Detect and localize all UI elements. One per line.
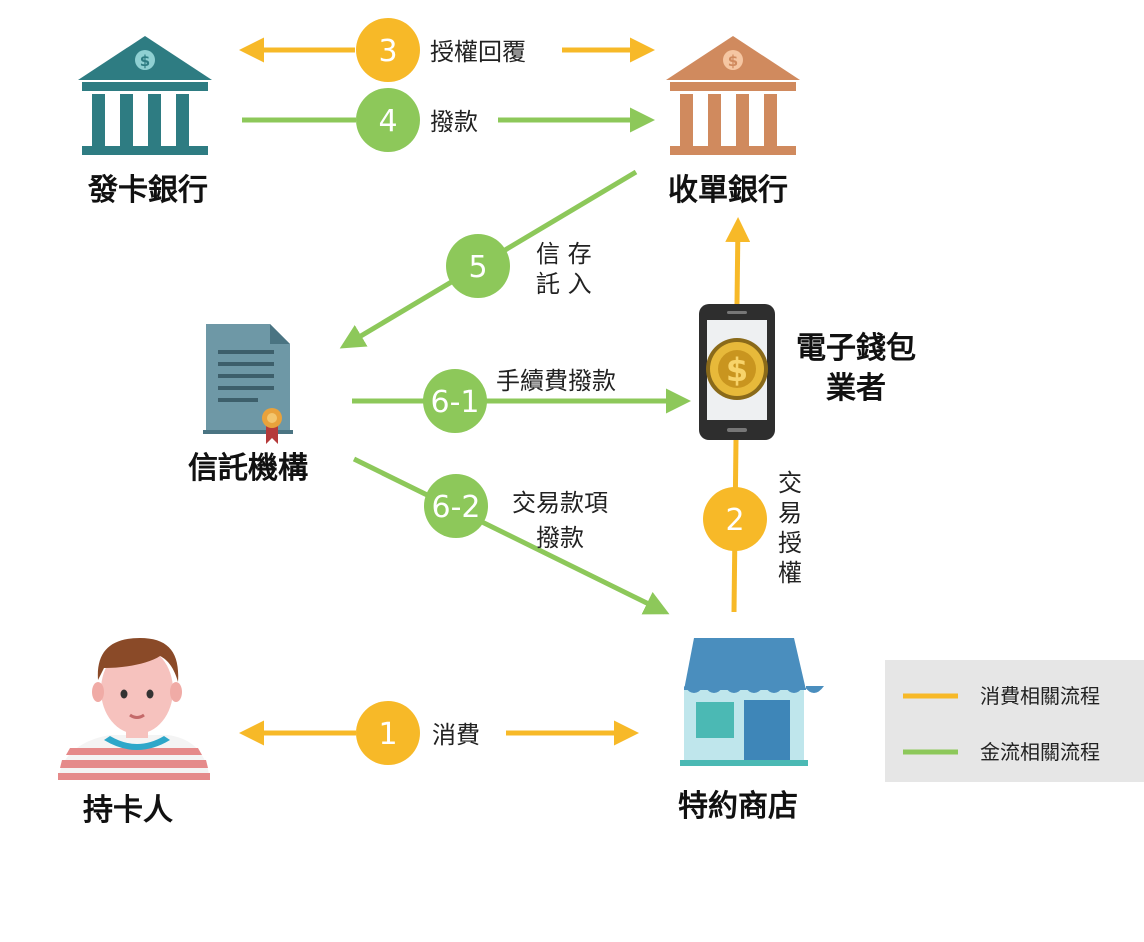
step-3-badge: 3 xyxy=(356,18,420,82)
step-2-label-char4: 權 xyxy=(778,559,802,587)
svg-text:5: 5 xyxy=(468,250,487,285)
issuer-bank-label: 發卡銀行 xyxy=(87,173,208,208)
step-5-badge: 5 xyxy=(446,234,510,298)
svg-text:$: $ xyxy=(140,52,150,70)
document-icon xyxy=(203,324,293,444)
svg-text:3: 3 xyxy=(378,34,397,69)
step-4-badge: 4 xyxy=(356,88,420,152)
issuer-bank-icon: $ xyxy=(78,36,212,155)
wallet-label-line2: 業者 xyxy=(826,371,886,406)
legend-label-consumption: 消費相關流程 xyxy=(980,684,1100,708)
step-5-label-line1: 信 存 xyxy=(536,240,592,268)
svg-text:1: 1 xyxy=(378,717,397,752)
step-1-badge: 1 xyxy=(356,701,420,765)
step-1-label: 消費 xyxy=(432,721,480,749)
step-6-2-label-line1: 交易款項 xyxy=(512,489,608,517)
step-3-label: 授權回覆 xyxy=(430,38,526,66)
store-icon xyxy=(680,638,824,766)
step-2-badge: 2 xyxy=(703,487,767,551)
trust-label: 信託機構 xyxy=(188,451,308,486)
step-5-label-line2: 託 入 xyxy=(536,270,592,298)
step-6-2-label-line2: 撥款 xyxy=(536,524,584,552)
step-6-1-badge: 6-1 xyxy=(423,369,487,433)
svg-text:$: $ xyxy=(726,351,748,389)
step-4-label: 撥款 xyxy=(430,108,478,136)
step-2-label-char2: 易 xyxy=(778,499,802,527)
acquirer-bank-icon: $ xyxy=(666,36,800,155)
step-2-label-char3: 授 xyxy=(778,529,802,557)
step-2-label-char1: 交 xyxy=(778,469,802,497)
cardholder-label: 持卡人 xyxy=(83,793,173,828)
svg-text:6-2: 6-2 xyxy=(432,490,481,525)
legend: 消費相關流程 金流相關流程 xyxy=(885,660,1144,782)
wallet-label-line1: 電子錢包 xyxy=(796,331,916,366)
person-icon xyxy=(58,638,210,780)
step-6-1-label: 手續費撥款 xyxy=(496,367,616,395)
legend-label-money: 金流相關流程 xyxy=(980,740,1100,764)
svg-text:6-1: 6-1 xyxy=(431,385,480,420)
arrow-step-6-2 xyxy=(352,456,670,615)
svg-text:4: 4 xyxy=(378,104,397,139)
acquirer-bank-label: 收單銀行 xyxy=(668,173,788,208)
svg-text:$: $ xyxy=(728,52,738,70)
step-6-2-badge: 6-2 xyxy=(424,474,488,538)
merchant-label: 特約商店 xyxy=(678,789,798,824)
phone-wallet-icon: $ xyxy=(699,304,775,440)
svg-text:2: 2 xyxy=(725,503,744,538)
